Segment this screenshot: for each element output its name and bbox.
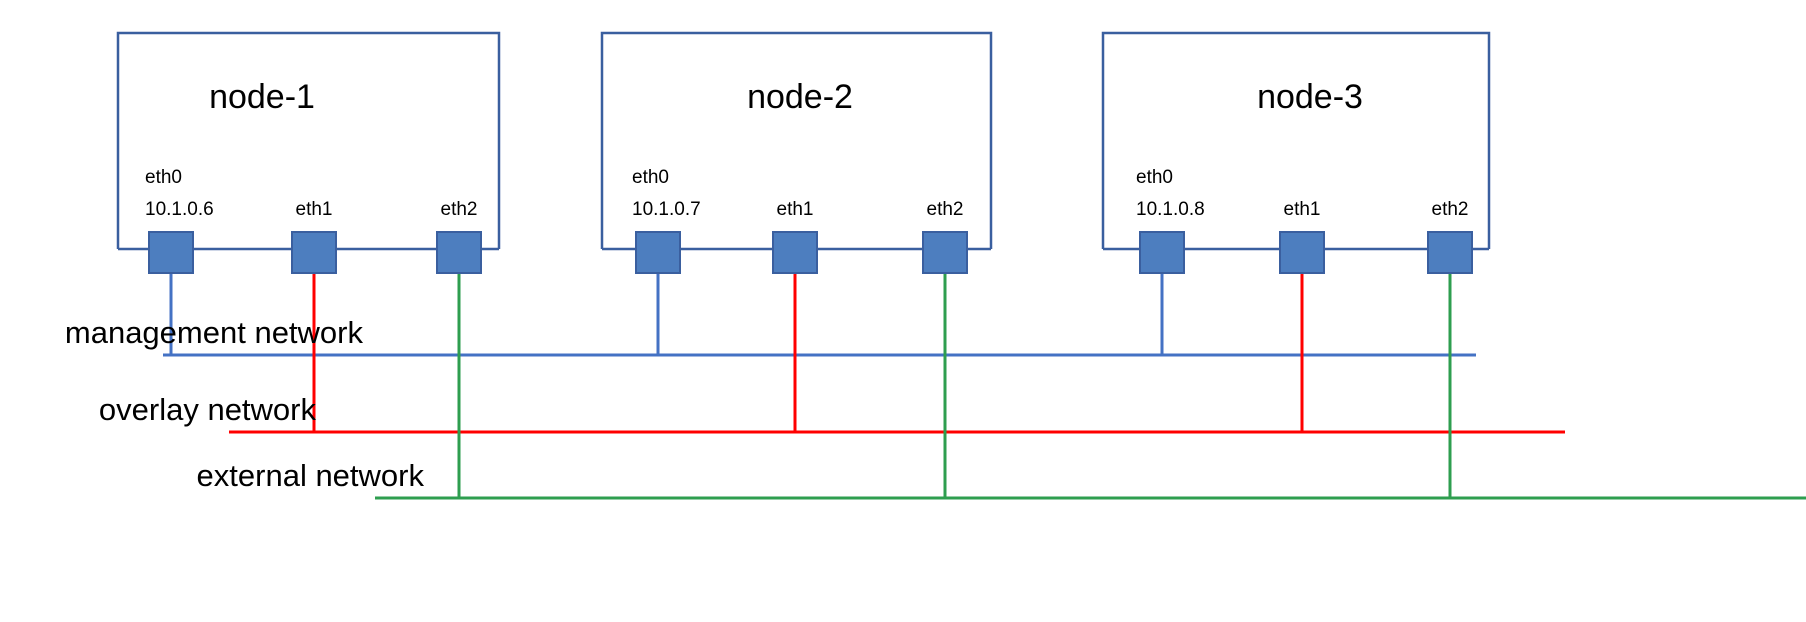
port-box-node-2-eth0[interactable]	[635, 231, 681, 274]
network-label-management: management network	[65, 315, 364, 350]
node-title: node-1	[209, 78, 315, 116]
port-address-node-1-eth0: 10.1.0.6	[145, 199, 214, 220]
node-title: node-2	[747, 78, 853, 116]
port-box-node-3-eth1[interactable]	[1279, 231, 1325, 274]
node-frame-node-1	[116, 31, 501, 249]
port-box-node-2-eth2[interactable]	[922, 231, 968, 274]
network-bus-group	[163, 353, 1806, 500]
port-box-node-1-eth0[interactable]	[148, 231, 194, 274]
port-box-node-1-eth1[interactable]	[291, 231, 337, 274]
port-label-node-3-eth0: eth0	[1136, 167, 1173, 188]
port-label-node-3-eth2: eth2	[1432, 199, 1469, 220]
node-frame-node-2	[600, 31, 993, 249]
port-label-node-1-eth0: eth0	[145, 167, 182, 188]
port-box-node-3-eth2[interactable]	[1427, 231, 1473, 274]
port-label-node-3-eth1: eth1	[1284, 199, 1321, 220]
node-title: node-3	[1257, 78, 1363, 116]
port-label-node-1-eth2: eth2	[441, 199, 478, 220]
port-label-node-1-eth1: eth1	[296, 199, 333, 220]
port-box-node-3-eth0[interactable]	[1139, 231, 1185, 274]
node-node-3[interactable]: node-3 eth0 10.1.0.8 eth1 eth2	[1101, 31, 1491, 274]
port-address-node-2-eth0: 10.1.0.7	[632, 199, 701, 220]
port-box-node-1-eth2[interactable]	[436, 231, 482, 274]
node-node-1[interactable]: node-1 eth0 10.1.0.6 eth1 eth2	[116, 31, 501, 274]
network-label-overlay: overlay network	[99, 392, 317, 427]
node-group: node-1 eth0 10.1.0.6 eth1 eth2 node-2 eth0 10.1…	[116, 31, 1491, 274]
network-label-external: external network	[197, 458, 425, 493]
port-label-node-2-eth0: eth0	[632, 167, 669, 188]
port-address-node-3-eth0: 10.1.0.8	[1136, 199, 1205, 220]
node-node-2[interactable]: node-2 eth0 10.1.0.7 eth1 eth2	[600, 31, 993, 274]
port-box-node-2-eth1[interactable]	[772, 231, 818, 274]
network-label-group: management network overlay network externa…	[65, 315, 425, 493]
port-label-node-2-eth1: eth1	[777, 199, 814, 220]
port-link-group	[169, 273, 1452, 499]
node-frame-node-3	[1101, 31, 1491, 249]
port-label-node-2-eth2: eth2	[927, 199, 964, 220]
